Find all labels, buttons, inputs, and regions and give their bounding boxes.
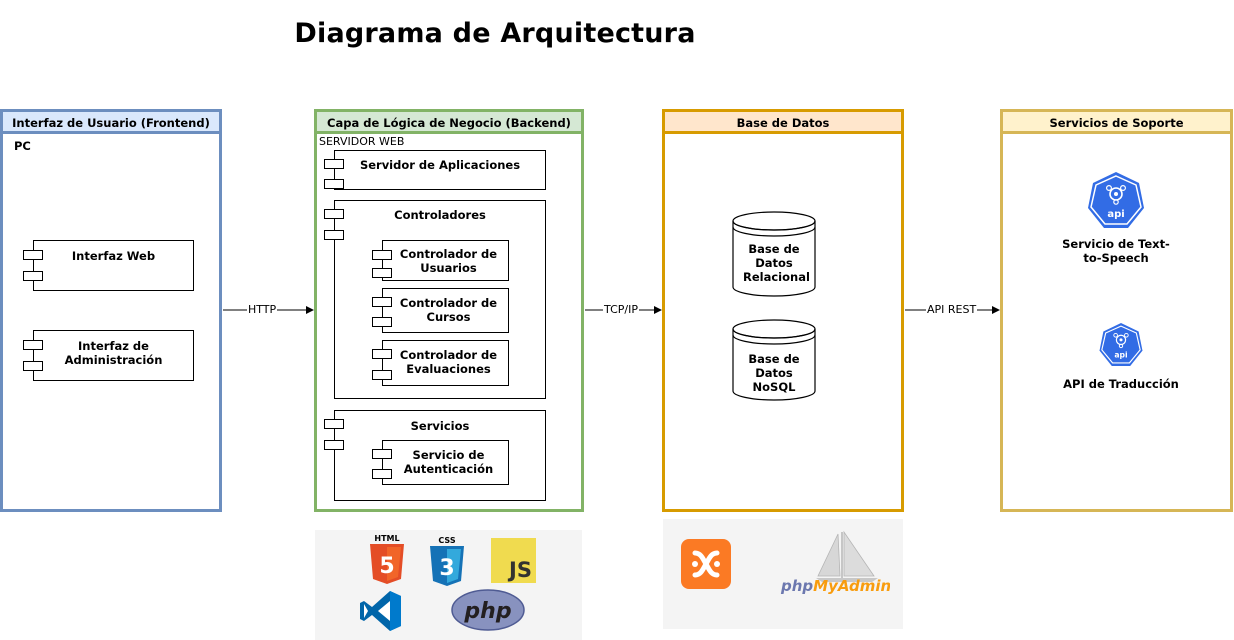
component-port-icon — [372, 297, 392, 307]
component-port-icon — [372, 469, 392, 479]
svg-text:phpMyAdmin: phpMyAdmin — [780, 577, 890, 595]
translation-api-icon: api — [1099, 323, 1143, 366]
tts-api-icon: api — [1088, 172, 1144, 228]
component-port-icon — [324, 230, 344, 240]
diagram-title: Diagrama de Arquitectura — [294, 18, 696, 49]
component-label: Controlador de Cursos — [399, 296, 498, 324]
apirest-label: API REST — [926, 303, 978, 316]
component-label: Servicio de Autenticación — [403, 448, 494, 476]
nosql-db: Base de Datos NoSQL — [733, 352, 815, 400]
relational-db: Base de Datos Relacional — [733, 242, 815, 290]
js-logo-text: JS — [509, 558, 532, 582]
phpmyadmin-logo-icon: phpMyAdmin — [780, 530, 890, 595]
component-controller-evaluaciones: Controlador de Evaluaciones — [382, 340, 509, 386]
database-cylinders — [732, 211, 816, 401]
component-port-icon — [372, 250, 392, 260]
support-header: Servicios de Soporte — [1003, 112, 1230, 134]
component-controller-usuarios: Controlador de Usuarios — [382, 240, 509, 281]
css-logo-number: 3 — [439, 556, 454, 581]
database-header: Base de Datos — [665, 112, 901, 134]
component-label: Interfaz Web — [71, 249, 156, 263]
component-port-icon — [324, 179, 344, 189]
component-port-icon — [23, 250, 43, 260]
php-logo-text: php — [463, 599, 511, 624]
pma-php-text: php — [780, 577, 813, 595]
component-port-icon — [372, 449, 392, 459]
frontend-lane: Interfaz de Usuario (Frontend) PC — [0, 109, 222, 512]
component-label: Servicios — [410, 419, 470, 433]
php-logo-icon: php — [451, 589, 525, 631]
backend-header: Capa de Lógica de Negocio (Backend) — [317, 112, 581, 134]
api-icon-text: api — [1114, 351, 1127, 360]
javascript-logo-icon: JS — [491, 538, 536, 583]
component-port-icon — [23, 271, 43, 281]
component-port-icon — [324, 419, 344, 429]
component-label: Servidor de Aplicaciones — [359, 158, 521, 172]
db-label: Base de Datos Relacional — [743, 242, 810, 284]
relational-db-icon — [732, 211, 816, 297]
pma-myadmin-text: MyAdmin — [813, 577, 890, 595]
http-label: HTTP — [247, 303, 278, 316]
database-lane: Base de Datos — [662, 109, 904, 512]
component-port-icon — [324, 159, 344, 169]
css-logo-text: CSS — [438, 536, 455, 545]
component-app-server: Servidor de Aplicaciones — [334, 150, 546, 190]
component-port-icon — [372, 370, 392, 380]
component-port-icon — [372, 268, 392, 278]
component-port-icon — [372, 317, 392, 327]
nosql-db-icon — [732, 319, 816, 401]
frontend-node-label: PC — [14, 139, 31, 153]
component-port-icon — [372, 349, 392, 359]
html5-logo-icon: HTML 5 — [370, 534, 404, 584]
tcpip-label: TCP/IP — [603, 303, 639, 316]
component-label: Controlador de Evaluaciones — [399, 348, 498, 376]
db-label: Base de Datos NoSQL — [748, 352, 800, 394]
component-controller-cursos: Controlador de Cursos — [382, 288, 509, 333]
component-label: Interfaz de Administración — [64, 339, 163, 367]
backend-node-label: SERVIDOR WEB — [319, 135, 405, 148]
component-interfaz-web: Interfaz Web — [33, 240, 194, 291]
component-interfaz-admin: Interfaz de Administración — [33, 330, 194, 381]
component-label: Controlador de Usuarios — [399, 247, 498, 275]
api-icon-text: api — [1107, 209, 1124, 220]
vscode-logo-icon — [360, 591, 401, 631]
html-logo-text: HTML — [374, 534, 399, 543]
component-port-icon — [324, 440, 344, 450]
translation-service-label: API de Traducción — [1063, 377, 1179, 391]
xampp-logo-icon — [681, 539, 731, 589]
html-logo-number: 5 — [379, 554, 394, 579]
component-port-icon — [23, 340, 43, 350]
component-label: Controladores — [394, 208, 486, 222]
component-auth-service: Servicio de Autenticación — [382, 440, 509, 485]
frontend-header: Interfaz de Usuario (Frontend) — [3, 112, 219, 134]
component-port-icon — [324, 209, 344, 219]
css3-logo-icon: CSS 3 — [430, 536, 464, 586]
component-port-icon — [23, 361, 43, 371]
tts-service-label: Servicio de Text-to-Speech — [1062, 237, 1170, 265]
